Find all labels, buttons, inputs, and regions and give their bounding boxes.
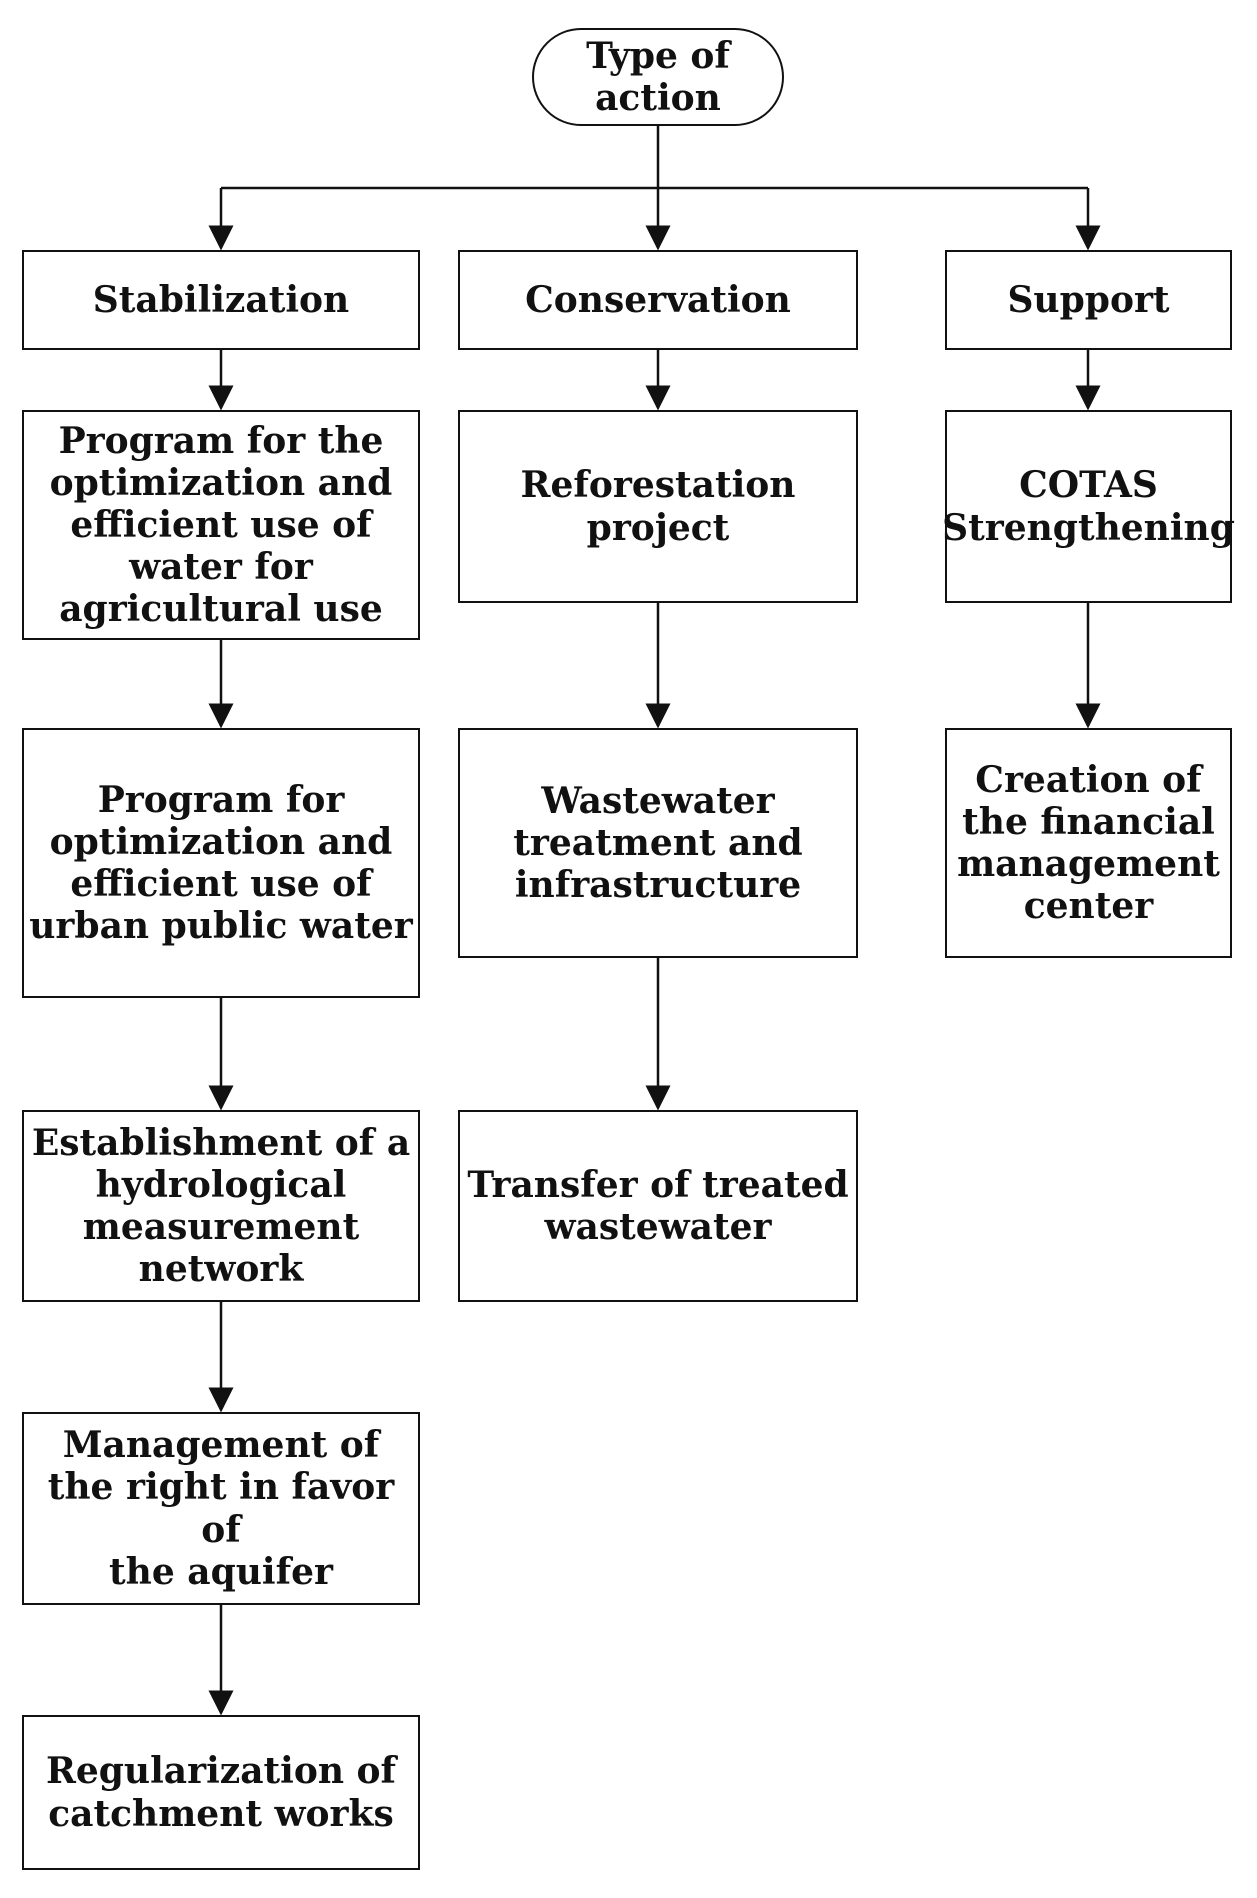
action-cotas-strengthening: COTAS Strengthening (942, 410, 1235, 603)
action-catchment-regularization: Regularization of catchment works (22, 1715, 420, 1870)
action-agricultural-water-program: Program for the optimization and efficie… (22, 410, 420, 640)
action-urban-water-program: Program for optimization and efficient u… (22, 728, 420, 998)
root-node-type-of-action: Type of action (532, 28, 784, 126)
action-reforestation-project: Reforestation project (458, 410, 858, 603)
action-treated-wastewater-transfer: Transfer of treated wastewater (458, 1110, 858, 1302)
action-financial-management-center: Creation of the financial management cen… (945, 728, 1232, 958)
action-wastewater-treatment: Wastewater treatment and infrastructure (458, 728, 858, 958)
action-aquifer-rights-management: Management of the right in favor of the … (22, 1412, 420, 1605)
category-conservation: Conservation (458, 250, 858, 350)
action-hydrological-network: Establishment of a hydrological measurem… (22, 1110, 420, 1302)
category-stabilization: Stabilization (22, 250, 420, 350)
category-support: Support (945, 250, 1232, 350)
